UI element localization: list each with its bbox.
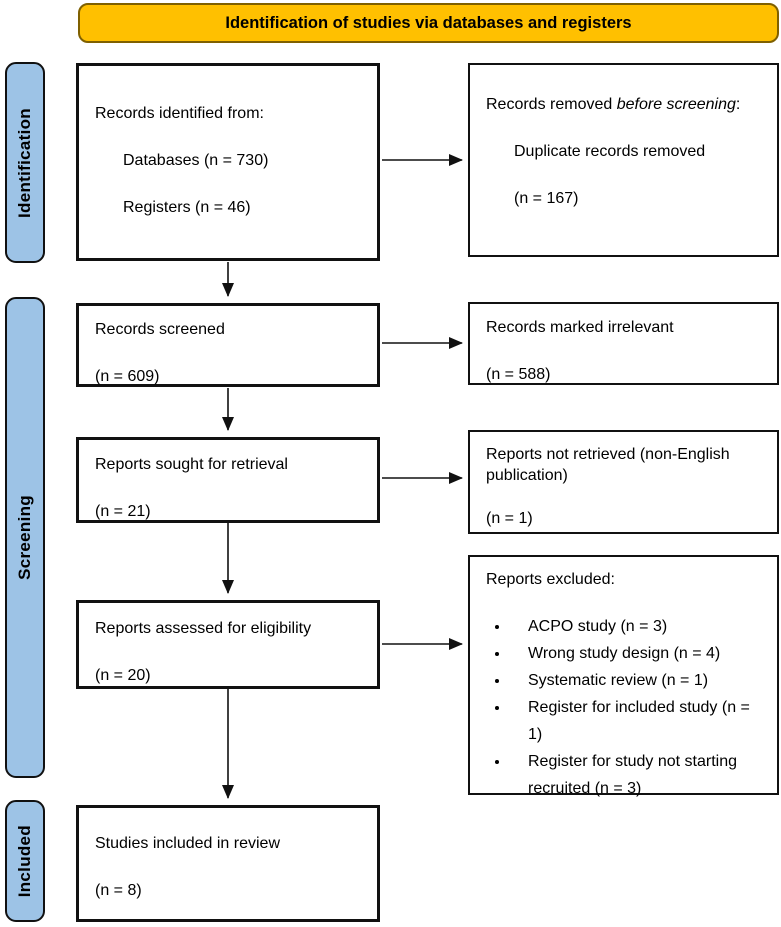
stage-identification-label: Identification <box>15 107 34 218</box>
records-irrelevant-label: Records marked irrelevant <box>486 319 674 336</box>
stage-included-label: Included <box>15 824 34 898</box>
reports-sought-label: Reports sought for retrieval <box>95 456 288 473</box>
records-removed-duplicates: Duplicate records removed <box>514 142 706 160</box>
reports-excluded-item: Register for study not starting recruite… <box>510 748 765 802</box>
records-removed-title-italic: before screening <box>616 96 736 113</box>
records-irrelevant-count: (n = 588) <box>486 365 551 383</box>
reports-assessed-label: Reports assessed for eligibility <box>95 620 312 637</box>
reports-excluded-item: Wrong study design (n = 4) <box>510 640 765 667</box>
records-removed-title-prefix: Records removed <box>486 96 617 113</box>
box-studies-included: Studies included in review (n = 8) <box>76 805 380 922</box>
reports-excluded-item: ACPO study (n = 3) <box>510 613 765 640</box>
box-reports-excluded: Reports excluded: ACPO study (n = 3) Wro… <box>468 555 779 797</box>
records-removed-title-suffix: : <box>735 96 741 113</box>
records-identified-registers: Registers (n = 46) <box>123 198 251 216</box>
reports-excluded-item: Register for included study (n = 1) <box>510 694 765 748</box>
studies-included-count: (n = 8) <box>95 881 142 899</box>
reports-excluded-list: ACPO study (n = 3) Wrong study design (n… <box>486 613 765 802</box>
studies-included-label: Studies included in review <box>95 835 280 852</box>
reports-not-retrieved-label: Reports not retrieved (non-English publi… <box>486 446 730 484</box>
box-reports-assessed: Reports assessed for eligibility (n = 20… <box>76 600 380 689</box>
box-records-removed: Records removed before screening: Duplic… <box>468 63 779 257</box>
diagram-title: Identification of studies via databases … <box>225 13 632 32</box>
reports-sought-count: (n = 21) <box>95 502 151 520</box>
box-reports-sought: Reports sought for retrieval (n = 21) <box>76 437 380 523</box>
records-removed-count: (n = 167) <box>514 189 579 207</box>
reports-excluded-title: Reports excluded: <box>486 571 615 588</box>
box-records-screened: Records screened (n = 609) <box>76 303 380 387</box>
reports-excluded-item: Systematic review (n = 1) <box>510 667 765 694</box>
box-records-irrelevant: Records marked irrelevant (n = 588) <box>468 302 779 385</box>
box-records-identified: Records identified from: Databases (n = … <box>76 63 380 261</box>
records-screened-label: Records screened <box>95 321 225 338</box>
stage-screening: Screening <box>5 297 45 778</box>
reports-not-retrieved-count: (n = 1) <box>486 509 533 527</box>
records-identified-title: Records identified from: <box>95 105 264 122</box>
diagram-title-banner: Identification of studies via databases … <box>78 3 779 43</box>
stage-included: Included <box>5 800 45 922</box>
stage-screening-label: Screening <box>15 495 34 580</box>
box-reports-not-retrieved: Reports not retrieved (non-English publi… <box>468 430 779 534</box>
stage-identification: Identification <box>5 62 45 263</box>
records-screened-count: (n = 609) <box>95 367 160 385</box>
reports-assessed-count: (n = 20) <box>95 666 151 684</box>
records-identified-databases: Databases (n = 730) <box>123 151 269 169</box>
records-removed-title: Records removed before screening: <box>486 95 763 116</box>
